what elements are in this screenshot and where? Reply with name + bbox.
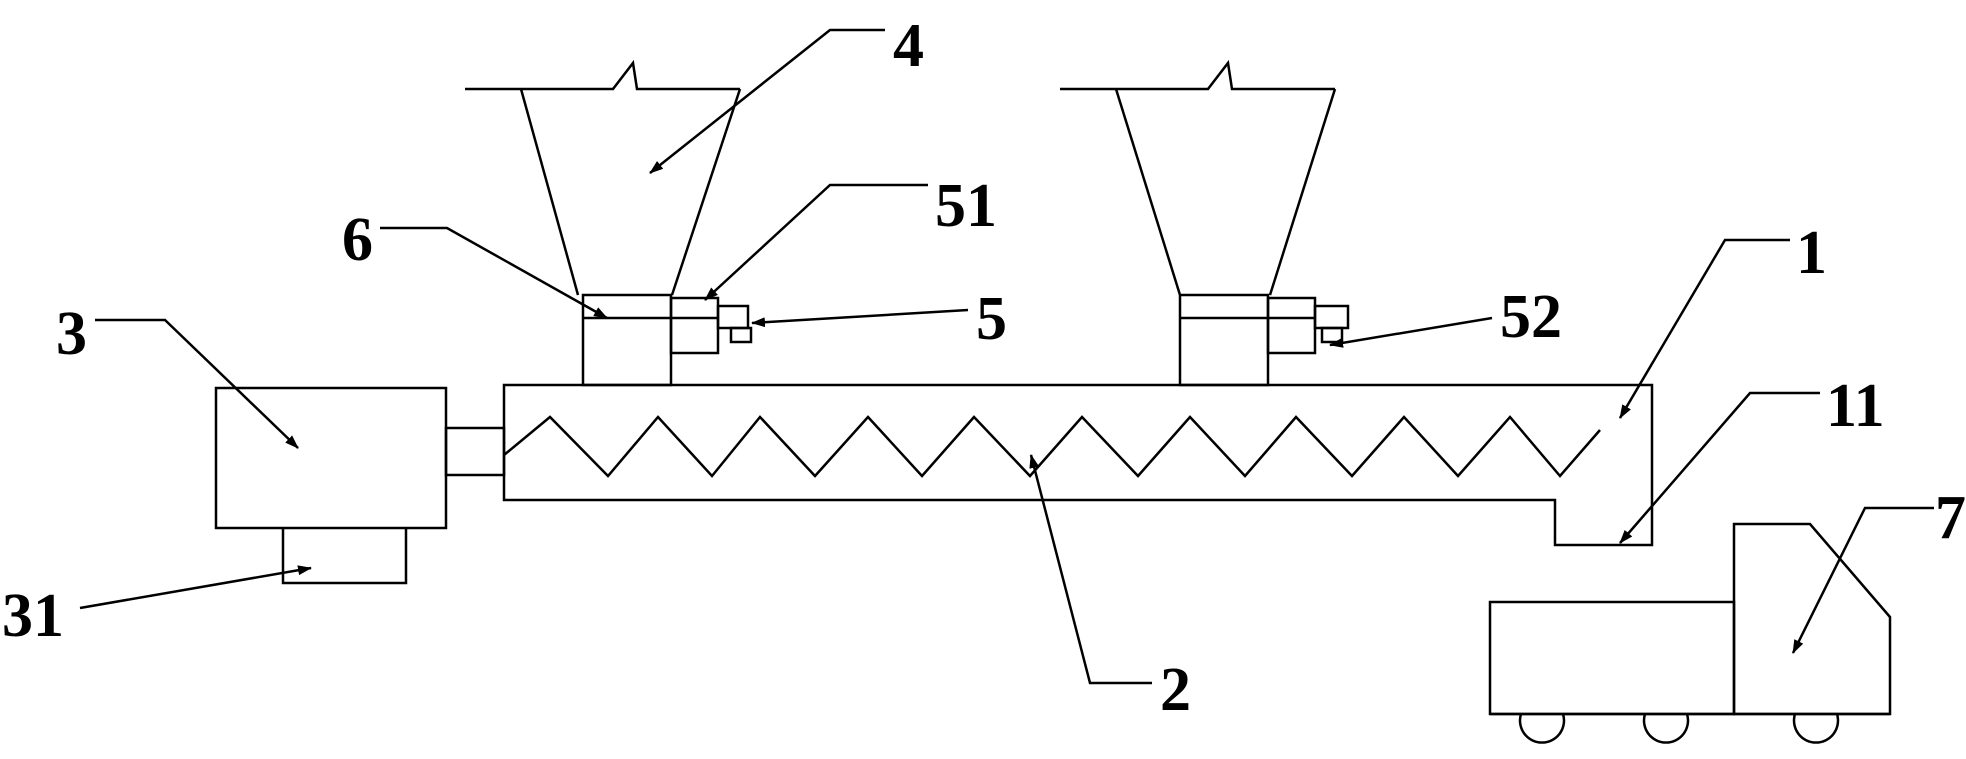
truck <box>1488 522 1892 716</box>
leader-lines <box>79 28 1934 685</box>
label-sensor: 5 <box>976 285 1007 353</box>
label-conveyor: 1 <box>1796 219 1827 287</box>
label-outlet: 11 <box>1826 372 1885 440</box>
label-screw: 2 <box>1160 656 1191 724</box>
feed-pipe-first <box>581 293 673 387</box>
label-feed-pipe: 6 <box>342 206 373 274</box>
valve-first <box>669 296 753 355</box>
motor-base <box>281 528 408 585</box>
truck-wheels <box>1518 713 1840 744</box>
label-valve-first: 51 <box>935 172 997 240</box>
label-motor-base: 31 <box>2 582 64 650</box>
label-hopper: 4 <box>893 12 924 80</box>
label-motor: 3 <box>56 300 87 368</box>
valve-second <box>1266 296 1350 355</box>
label-valve-second: 52 <box>1500 283 1562 351</box>
hopper-first <box>465 59 742 296</box>
conveyor-tube <box>502 383 1654 547</box>
label-truck: 7 <box>1935 484 1966 552</box>
motor <box>214 386 448 530</box>
hopper-second <box>1060 59 1337 296</box>
screw-flight <box>503 415 1601 478</box>
feed-pipe-second <box>1178 293 1270 387</box>
coupling-shaft <box>444 426 506 477</box>
